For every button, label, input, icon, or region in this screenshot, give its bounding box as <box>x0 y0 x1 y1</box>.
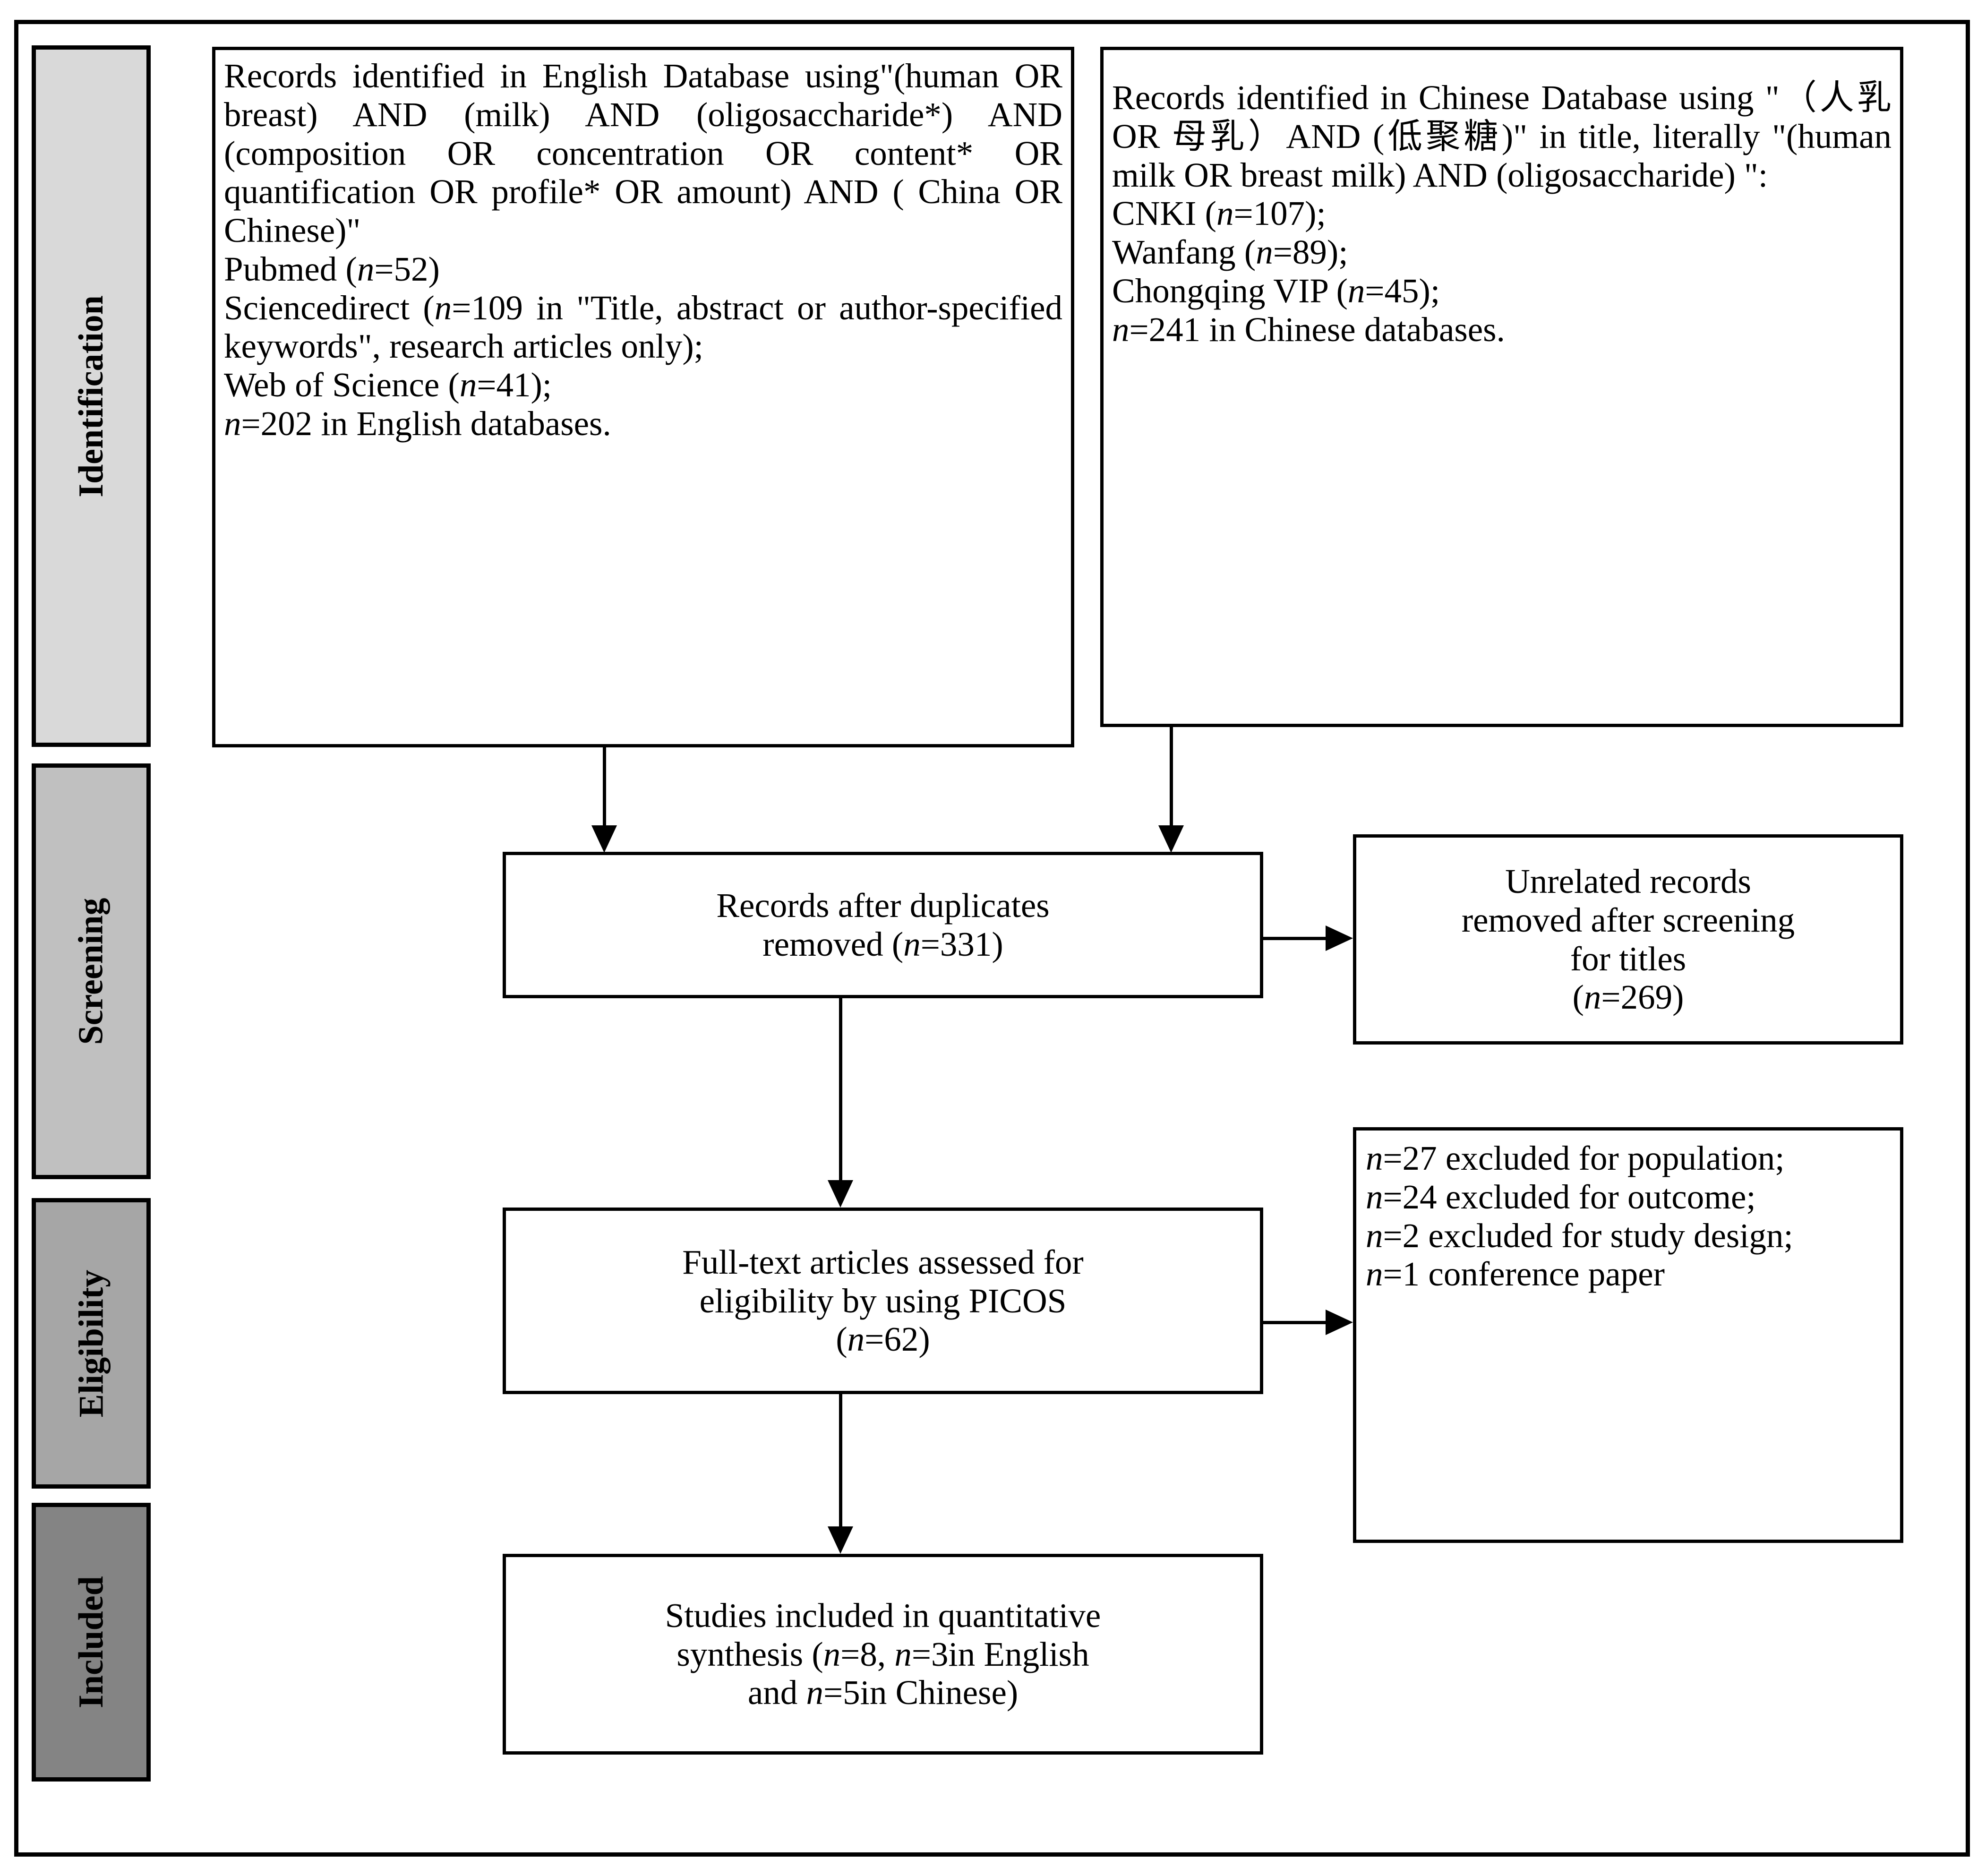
connector-chinese-to-duplicates <box>1170 727 1173 849</box>
exclusion-population: n=27 excluded for population; <box>1366 1139 1785 1177</box>
english-wos-count: Web of Science (n=41); <box>224 366 552 404</box>
stage-box-identification: Identification <box>32 45 151 747</box>
english-pubmed-count: Pubmed (n=52) <box>224 249 440 288</box>
connector-duplicates-to-unrelated <box>1263 937 1334 940</box>
arrow-fulltext-to-exclusions <box>1326 1310 1353 1335</box>
included-line-2: synthesis (n=8, n=3in English <box>676 1635 1089 1673</box>
connector-english-to-duplicates <box>603 747 606 849</box>
unrelated-line-4: (n=269) <box>1572 978 1684 1017</box>
chinese-total-count: n=241 in Chinese databases. <box>1112 310 1505 349</box>
box-duplicates-removed: Records after duplicates removed (n=331) <box>503 852 1263 998</box>
exclusion-conference: n=1 conference paper <box>1366 1255 1665 1293</box>
box-fulltext-assessed: Full-text articles assessed for eligibil… <box>503 1208 1263 1394</box>
arrow-duplicates-to-unrelated <box>1326 925 1353 951</box>
duplicates-line-1: Records after duplicates <box>716 886 1050 925</box>
english-sciencedirect-count: Sciencedirect (n=109 in "Title, abstract… <box>224 288 1063 366</box>
connector-fulltext-to-included <box>839 1394 842 1550</box>
box-english-sources: Records identified in English Database u… <box>212 47 1074 747</box>
stage-box-included: Included <box>32 1503 151 1782</box>
arrow-english-to-duplicates <box>591 825 617 853</box>
included-line-1: Studies included in quantitative <box>665 1596 1101 1635</box>
english-query-text: Records identified in English Database u… <box>224 57 1062 249</box>
fulltext-line-3: (n=62) <box>836 1320 930 1359</box>
english-total-count: n=202 in English databases. <box>224 404 611 443</box>
unrelated-line-2: removed after screening <box>1461 900 1795 939</box>
stage-label-eligibility: Eligibility <box>72 1269 111 1417</box>
connector-fulltext-to-exclusions <box>1263 1321 1334 1324</box>
chinese-cnki-count: CNKI (n=107); <box>1112 194 1326 233</box>
arrow-fulltext-to-included <box>828 1526 853 1554</box>
box-included-studies: Studies included in quantitative synthes… <box>503 1554 1263 1755</box>
included-line-3: and n=5in Chinese) <box>747 1673 1019 1712</box>
stage-box-screening: Screening <box>32 763 151 1179</box>
chinese-vip-count: Chongqing VIP (n=45); <box>1112 271 1440 310</box>
unrelated-line-1: Unrelated records <box>1505 862 1751 900</box>
stage-label-identification: Identification <box>72 295 111 497</box>
duplicates-line-2: removed (n=331) <box>762 925 1003 963</box>
fulltext-line-1: Full-text articles assessed for <box>682 1242 1084 1281</box>
exclusion-outcome: n=24 excluded for outcome; <box>1366 1177 1756 1216</box>
connector-duplicates-to-fulltext <box>839 998 842 1204</box>
unrelated-line-3: for titles <box>1570 939 1686 978</box>
exclusion-design: n=2 excluded for study design; <box>1366 1216 1793 1255</box>
stage-box-eligibility: Eligibility <box>32 1198 151 1489</box>
arrow-chinese-to-duplicates <box>1158 825 1184 853</box>
box-unrelated-removed: Unrelated records removed after screenin… <box>1353 834 1903 1045</box>
diagram-frame: Identification Screening Eligibility Inc… <box>14 20 1970 1857</box>
stage-label-included: Included <box>72 1576 111 1708</box>
fulltext-line-2: eligibility by using PICOS <box>699 1281 1067 1320</box>
box-chinese-sources: Records identified in Chinese Database u… <box>1100 47 1903 727</box>
arrow-duplicates-to-fulltext <box>828 1180 853 1208</box>
box-exclusion-reasons: n=27 excluded for population; n=24 exclu… <box>1353 1127 1903 1543</box>
stage-label-screening: Screening <box>72 898 111 1045</box>
chinese-query-text: Records identified in Chinese Database u… <box>1112 78 1892 194</box>
chinese-wanfang-count: Wanfang (n=89); <box>1112 233 1348 271</box>
